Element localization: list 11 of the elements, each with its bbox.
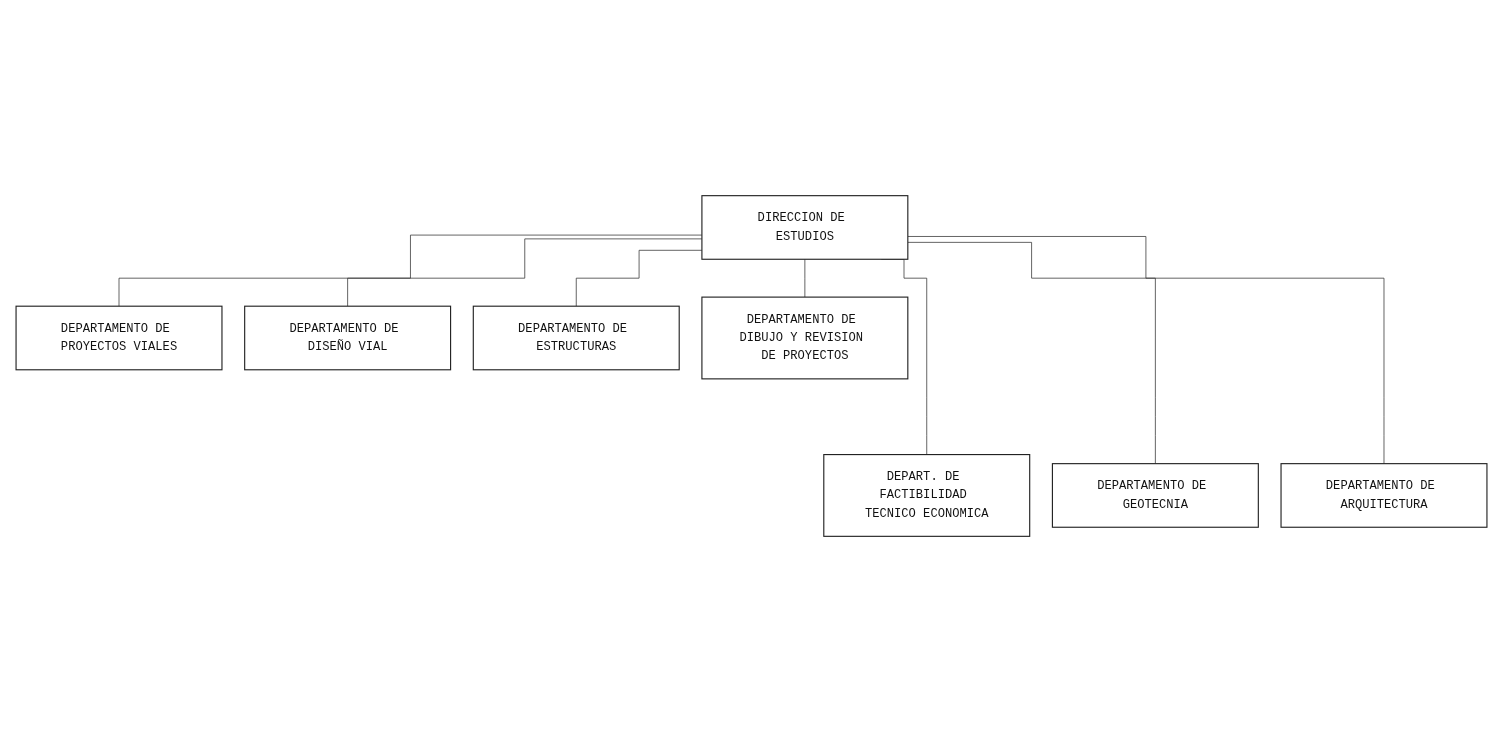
- node-box: DEPARTAMENTO DE DIBUJO Y REVISION DE PROYECTOS: [701, 296, 909, 380]
- connector: [907, 236, 1385, 465]
- node-box: DEPARTAMENTO DE ESTRUCTURAS: [472, 305, 680, 371]
- node-box: DEPARTAMENTO DE DISEÑO VIAL: [244, 305, 452, 371]
- node-box: DEPARTAMENTO DE ARQUITECTURA: [1280, 463, 1488, 528]
- connector: [907, 242, 1156, 465]
- connector: [804, 258, 806, 298]
- node-box: DEPARTAMENTO DE PROYECTOS VIALES: [15, 305, 223, 371]
- node-box: DEPARTAMENTO DE GEOTECNIA: [1051, 463, 1259, 528]
- node-box: DIRECCION DE ESTUDIOS: [701, 195, 909, 260]
- node-box: DEPART. DE FACTIBILIDAD TECNICO ECONOMICA: [823, 454, 1031, 537]
